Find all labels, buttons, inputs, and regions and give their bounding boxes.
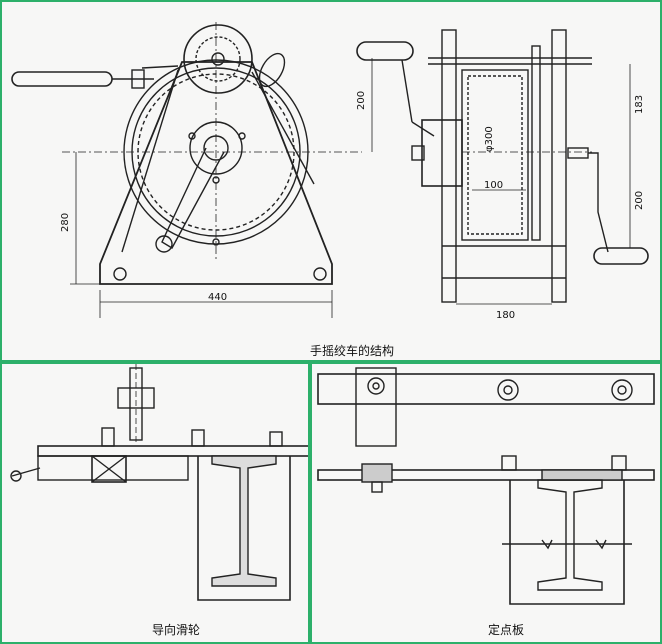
- winch-drawings: 280 440 200 φ300 100 180 183 200: [11, 22, 649, 321]
- dim-phi-300: φ300: [484, 126, 495, 152]
- caption-anchor-plate: 定点板: [488, 623, 525, 637]
- guide-pulley-panel: 导向滑轮: [0, 362, 310, 644]
- winch-side-view: [356, 29, 649, 305]
- anchor-plate-drawing: [317, 367, 655, 605]
- dim-200-right: 200: [634, 191, 645, 210]
- winch-front-view: [11, 22, 362, 318]
- dim-280: 280: [60, 213, 71, 232]
- dim-100: 100: [484, 180, 503, 191]
- dim-440: 440: [208, 292, 227, 303]
- winch-structure-panel: 280 440 200 φ300 100 180 183 200 手摇绞车的结构: [0, 0, 662, 362]
- caption-main: 手摇绞车的结构: [310, 344, 395, 358]
- dim-183: 183: [634, 95, 645, 114]
- anchor-plate-panel: 定点板: [310, 362, 662, 644]
- dim-200-left: 200: [356, 91, 367, 110]
- caption-guide-pulley: 导向滑轮: [152, 623, 201, 637]
- guide-pulley-drawing: [10, 364, 308, 601]
- dim-180: 180: [496, 310, 515, 321]
